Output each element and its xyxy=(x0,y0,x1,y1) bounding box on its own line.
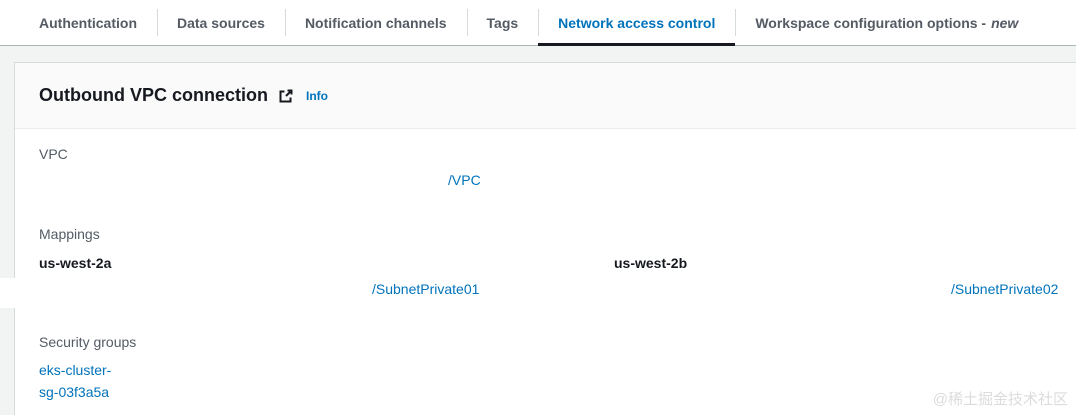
tab-label: Network access control xyxy=(558,14,716,31)
info-link[interactable]: Info xyxy=(305,88,328,103)
tab-bar: Authentication Data sources Notification… xyxy=(0,0,1076,46)
vpc-label: VPC xyxy=(39,146,68,162)
tab-network-access-control[interactable]: Network access control xyxy=(538,0,736,46)
security-groups-label: Security groups xyxy=(39,334,137,350)
security-group-link-line1: eks-cluster- xyxy=(39,362,112,378)
tab-label: Notification channels xyxy=(304,14,447,31)
external-link-icon[interactable] xyxy=(278,88,294,104)
page-background: Outbound VPC connection Info VPC /VPC Ma… xyxy=(0,46,1076,415)
tab-label: Authentication xyxy=(39,14,137,31)
mappings-label: Mappings xyxy=(39,226,100,242)
subnet-private-02-link[interactable]: /SubnetPrivate02 xyxy=(951,281,1059,297)
vpc-link[interactable]: /VPC xyxy=(448,172,481,188)
tab-authentication[interactable]: Authentication xyxy=(19,0,157,45)
redaction-artifact xyxy=(0,278,16,308)
panel-header: Outbound VPC connection Info xyxy=(15,63,1076,129)
tab-label: Workspace configuration options - xyxy=(755,14,987,31)
tab-label: Tags xyxy=(486,14,519,31)
tab-label: Data sources xyxy=(177,14,265,31)
watermark: @稀土掘金技术社区 xyxy=(932,391,1068,408)
tab-workspace-configuration-options[interactable]: Workspace configuration options - new xyxy=(735,0,1038,45)
availability-zone-b: us-west-2b xyxy=(614,255,688,271)
availability-zone-a: us-west-2a xyxy=(39,255,112,271)
tab-tags[interactable]: Tags xyxy=(466,0,539,45)
tab-label-new-badge: new xyxy=(991,14,1019,31)
security-group-link-line2: sg-03f3a5a xyxy=(39,384,110,400)
panel-title: Outbound VPC connection xyxy=(39,85,268,105)
tab-data-sources[interactable]: Data sources xyxy=(157,0,285,45)
tab-notification-channels[interactable]: Notification channels xyxy=(284,0,467,45)
panel-body: VPC /VPC Mappings us-west-2a /SubnetPriv… xyxy=(15,129,1076,414)
subnet-private-01-link[interactable]: /SubnetPrivate01 xyxy=(372,281,480,297)
security-group-link[interactable]: eks-cluster- sg-03f3a5a xyxy=(39,359,111,403)
outbound-vpc-connection-panel: Outbound VPC connection Info VPC /VPC Ma… xyxy=(14,62,1076,415)
